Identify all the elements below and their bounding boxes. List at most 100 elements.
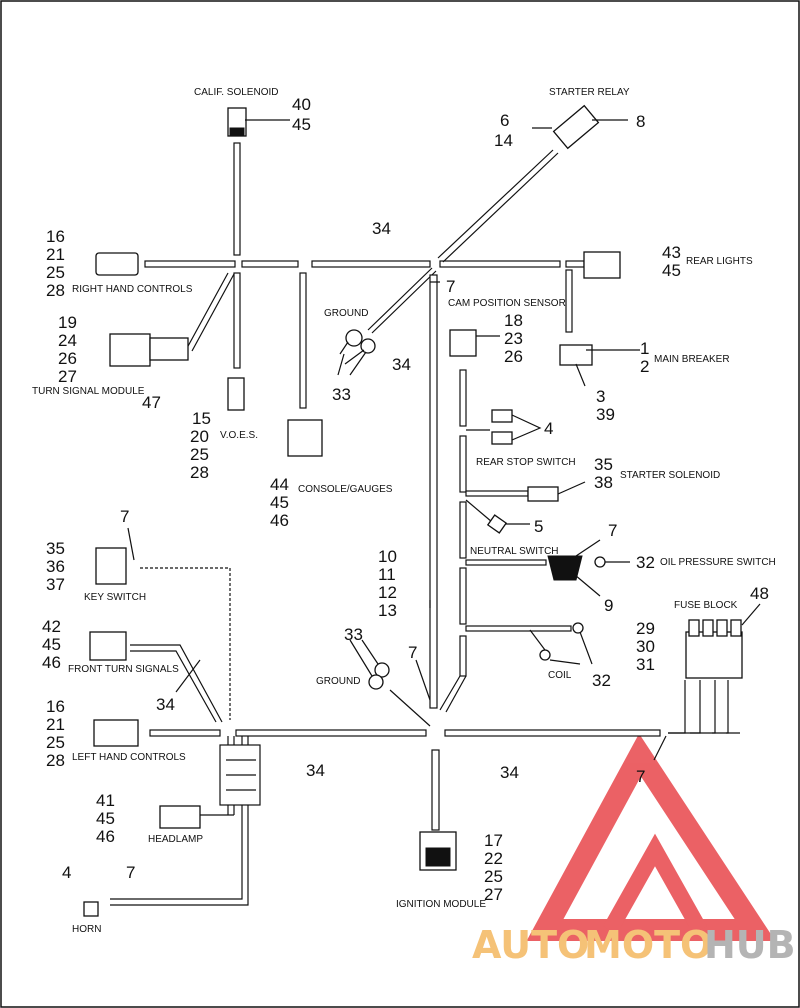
cam-position-sensor-connector [449, 329, 477, 357]
neutral-part-5: 5 [534, 517, 543, 536]
harness-part-10: 10 [378, 547, 397, 566]
starter-relay-label: STARTER RELAY [549, 87, 630, 98]
voes-part-15: 15 [192, 409, 211, 428]
right-hand-controls-label: RIGHT HAND CONTROLS [72, 284, 193, 295]
harness-wires [110, 142, 740, 906]
rear-lights-label: REAR LIGHTS [686, 256, 753, 267]
starter-relay-part-6: 6 [500, 111, 509, 130]
ign-part-27: 27 [484, 885, 503, 904]
harness-part-13: 13 [378, 601, 397, 620]
main-breaker-part-3: 3 [596, 387, 605, 406]
ground-lug-upper-2 [360, 338, 376, 354]
fuse-part-29: 29 [636, 619, 655, 638]
harness-part-12: 12 [378, 583, 397, 602]
ignition-module-label: IGNITION MODULE [396, 899, 486, 910]
voes-connector [227, 377, 245, 411]
main-breaker-part-2: 2 [640, 357, 649, 376]
headlamp-part-46: 46 [96, 827, 115, 846]
harness-lower-7: 7 [636, 767, 645, 786]
watermark-text-moto: MOTO [584, 923, 712, 967]
rhc-part-28: 28 [46, 281, 65, 300]
voes-label: V.O.E.S. [220, 430, 258, 441]
lhc-part-16: 16 [46, 697, 65, 716]
horn-label: HORN [72, 924, 101, 935]
cam-part-26: 26 [504, 347, 523, 366]
fts-part-46: 46 [42, 653, 61, 672]
ign-part-25: 25 [484, 867, 503, 886]
left-hand-controls-label: LEFT HAND CONTROLS [72, 752, 186, 763]
ign-part-17: 17 [484, 831, 503, 850]
coil-part-32: 32 [592, 671, 611, 690]
fuse-part-48: 48 [750, 584, 769, 603]
cam-part-18: 18 [504, 311, 523, 330]
tsm-part-24: 24 [58, 331, 77, 350]
fuse-block-label: FUSE BLOCK [674, 600, 738, 611]
starter-relay-connector [552, 104, 600, 150]
tsm-part-26: 26 [58, 349, 77, 368]
key-part-36: 36 [46, 557, 65, 576]
rear-stop-switch-label: REAR STOP SWITCH [476, 457, 576, 468]
rear-stop-switch-upper [491, 409, 513, 423]
rear-lights-part-45: 45 [662, 261, 681, 280]
ground-upper-label: GROUND [324, 308, 368, 319]
harness-lower-34-left: 34 [306, 761, 325, 780]
key-switch-part-7: 7 [120, 507, 129, 526]
oil-pressure-switch [547, 555, 583, 581]
front-turn-signals-connector [89, 631, 127, 661]
tsm-part-47: 47 [142, 393, 161, 412]
watermark-logo-inner [603, 833, 707, 934]
rear-lights-connector [583, 251, 621, 279]
console-gauges-connector [287, 419, 323, 457]
main-breaker-part-1: 1 [640, 339, 649, 358]
coil-label: COIL [548, 670, 572, 681]
starter-solenoid-connector [527, 486, 559, 502]
key-part-35: 35 [46, 539, 65, 558]
ground-upper-part-33: 33 [332, 385, 351, 404]
main-breaker [559, 344, 593, 366]
harness-part-34-vertical: 34 [392, 355, 411, 374]
console-part-45: 45 [270, 493, 289, 512]
voes-part-25: 25 [190, 445, 209, 464]
starter-relay-part-8: 8 [636, 112, 645, 131]
ground-lug-upper-1 [345, 329, 363, 347]
calif-solenoid-label: CALIF. SOLENOID [194, 87, 278, 98]
horn-connector [83, 901, 99, 917]
fuse-block [685, 631, 743, 679]
ground-lug-lower-2 [368, 674, 384, 690]
oil-part-32: 32 [636, 553, 655, 572]
turn-signal-module [149, 337, 189, 361]
voes-part-20: 20 [190, 427, 209, 446]
oil-pressure-terminal [594, 556, 606, 568]
rhc-part-21: 21 [46, 245, 65, 264]
fts-part-45: 45 [42, 635, 61, 654]
horn-part-4: 4 [62, 863, 71, 882]
coil-terminal-1 [572, 622, 584, 634]
headlamp-connector [159, 805, 201, 829]
neutral-switch-label: NEUTRAL SWITCH [470, 546, 559, 557]
ground-lug-lower-1 [374, 662, 390, 678]
ground-lower-part-33: 33 [344, 625, 363, 644]
tsm-part-27: 27 [58, 367, 77, 386]
right-hand-controls-connector [95, 252, 139, 276]
left-hand-controls-connector [93, 719, 139, 747]
starter-solenoid-label: STARTER SOLENOID [620, 470, 720, 481]
headlamp-part-41: 41 [96, 791, 115, 810]
oil-part-7: 7 [608, 521, 617, 540]
fts-part-34: 34 [156, 695, 175, 714]
watermark-logo [526, 733, 776, 941]
ign-part-22: 22 [484, 849, 503, 868]
leader-lines [127, 119, 761, 761]
cam-part-23: 23 [504, 329, 523, 348]
watermark: AUTO MOTO HUB [472, 733, 796, 967]
rhc-part-16: 16 [46, 227, 65, 246]
lhc-part-28: 28 [46, 751, 65, 770]
oil-part-9: 9 [604, 596, 613, 615]
rear-stop-part-4: 4 [544, 419, 553, 438]
labels: CALIF. SOLENOID 40 45 STARTER RELAY 6 14… [32, 87, 776, 935]
console-part-46: 46 [270, 511, 289, 530]
rhc-part-25: 25 [46, 263, 65, 282]
main-breaker-label: MAIN BREAKER [654, 354, 730, 365]
oil-pressure-switch-label: OIL PRESSURE SWITCH [660, 557, 776, 568]
key-switch-label: KEY SWITCH [84, 592, 146, 603]
